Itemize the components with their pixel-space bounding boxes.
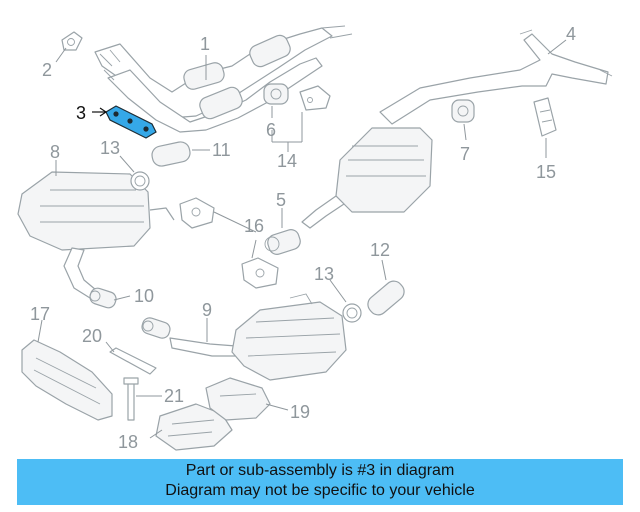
callout-17: 17	[30, 304, 50, 324]
callout-labels: 1 2 3 4 5 6 7 8 9 10 11 12 13 13 14 15 1…	[30, 24, 576, 452]
callout-13-lower: 13	[314, 264, 334, 284]
callout-2: 2	[42, 60, 52, 80]
callout-12: 12	[370, 240, 390, 260]
callout-10: 10	[134, 286, 154, 306]
heat-shield-17	[21, 339, 113, 421]
rear-muffler-upper	[301, 127, 433, 229]
callout-19: 19	[290, 402, 310, 422]
callout-21: 21	[164, 386, 184, 406]
rubber-hanger-6	[263, 83, 289, 105]
clamp-16-upper	[179, 197, 215, 229]
leader-lines	[37, 39, 567, 439]
callout-9: 9	[202, 300, 212, 320]
callout-7: 7	[460, 144, 470, 164]
callout-6: 6	[266, 120, 276, 140]
bracket-15	[533, 97, 557, 137]
connector-10-lower	[89, 287, 117, 309]
heat-shield-18	[155, 403, 233, 451]
callout-3: 3	[76, 103, 86, 123]
banner-part-reference: Part or sub-assembly is #3 in diagram	[185, 462, 455, 479]
callout-14: 14	[277, 151, 297, 171]
strip-20	[109, 347, 157, 375]
callout-4: 4	[566, 24, 576, 44]
callout-16: 16	[244, 216, 264, 236]
highlighted-bracket-part-3	[105, 105, 157, 139]
callout-13-upper: 13	[100, 138, 120, 158]
clamp-16-lower	[241, 257, 279, 289]
rear-muffler-9	[169, 293, 347, 381]
callout-1: 1	[200, 34, 210, 54]
hanger-bracket-14	[299, 85, 331, 111]
callout-8: 8	[50, 142, 60, 162]
pipe-11	[151, 141, 191, 167]
connector-10-mid	[141, 317, 171, 339]
callout-5: 5	[276, 190, 286, 210]
rear-tail-pipe-section	[379, 29, 613, 125]
clamp-13-upper	[130, 171, 150, 191]
center-muffler-8	[17, 171, 175, 299]
bolt-21	[123, 377, 139, 421]
callout-15: 15	[536, 162, 556, 182]
callout-11: 11	[212, 140, 231, 160]
heat-shield-19	[205, 377, 271, 421]
front-pipe-catalytic-converter	[94, 25, 353, 133]
rubber-hanger-7	[451, 99, 475, 123]
tail-pipe-12	[367, 280, 405, 316]
part-info-banner: Part or sub-assembly is #3 in diagram Di…	[17, 459, 623, 505]
callout-20: 20	[82, 326, 102, 346]
banner-disclaimer: Diagram may not be specific to your vehi…	[165, 482, 475, 499]
clamp-13-lower	[342, 303, 362, 323]
connector-5	[264, 229, 301, 255]
callout-18: 18	[118, 432, 138, 452]
gasket-part	[61, 31, 83, 51]
